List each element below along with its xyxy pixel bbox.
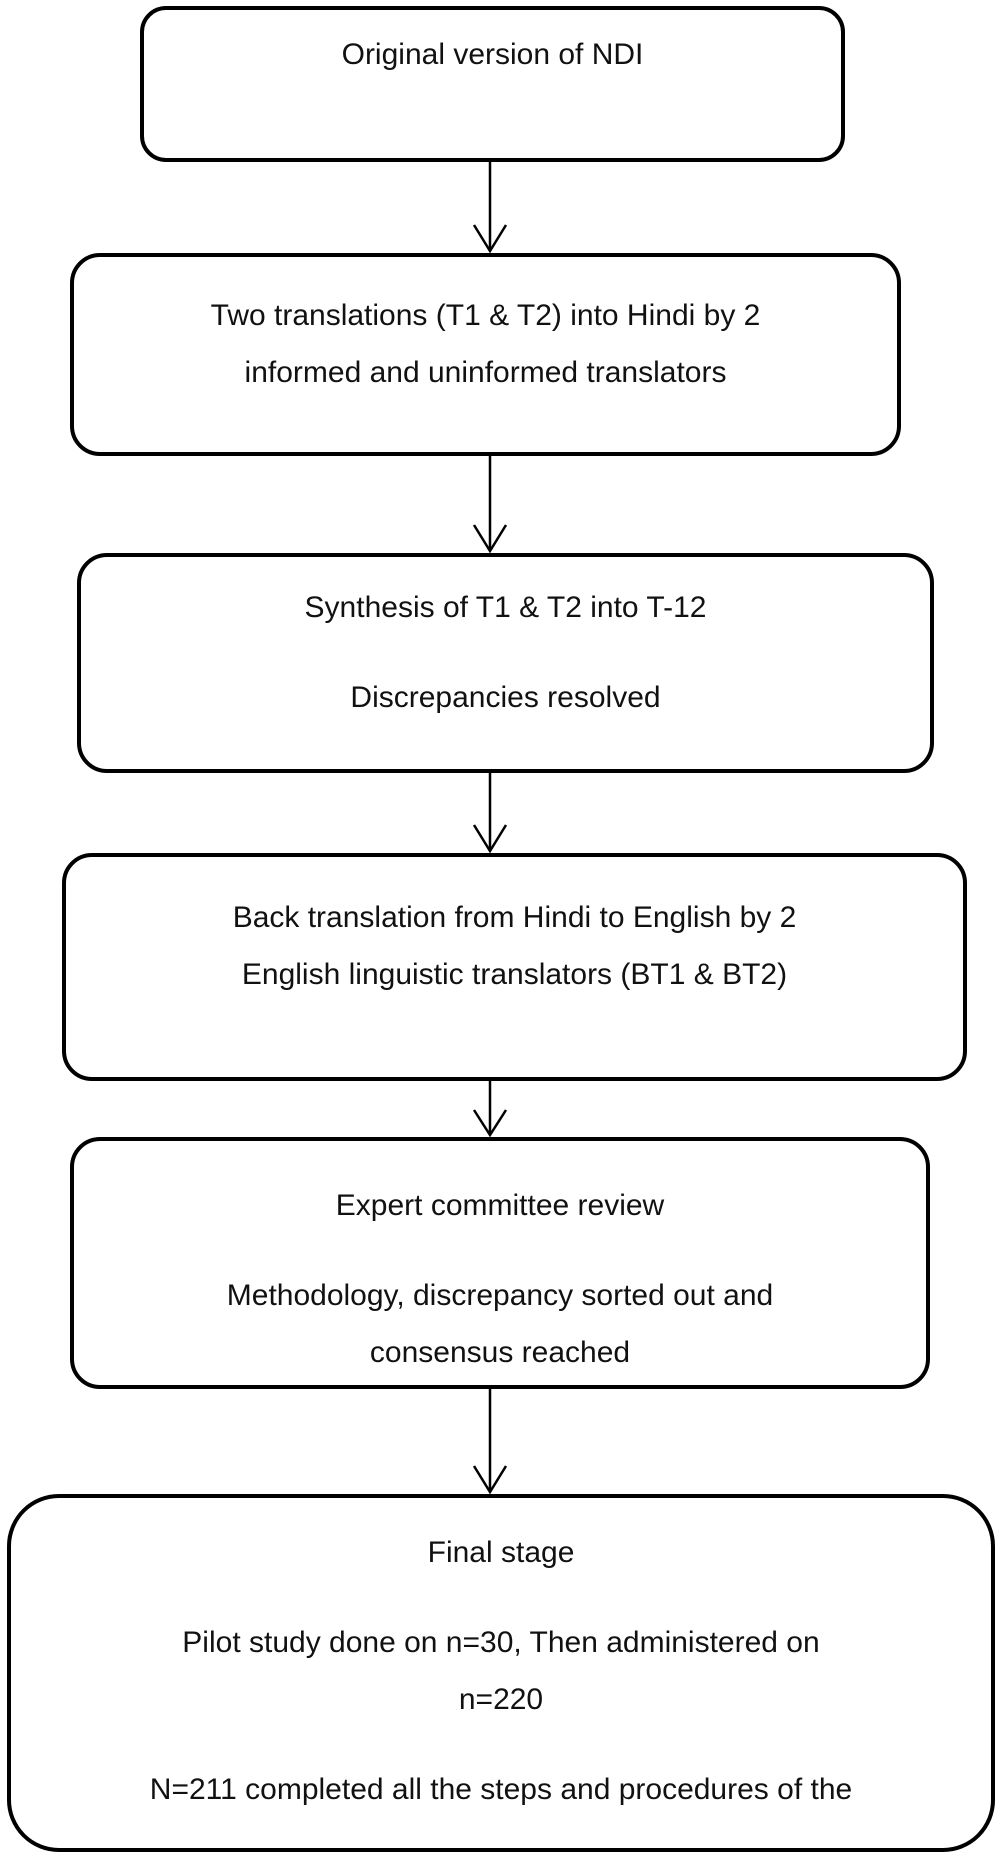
flow-box-line: Back translation from Hindi to English b… xyxy=(232,901,797,934)
flow-box-text: Final stage xyxy=(21,1524,981,1581)
flow-box-text: Discrepancies resolved xyxy=(91,669,920,726)
flow-box-synthesis: Synthesis of T1 & T2 into T-12 Discrepan… xyxy=(77,553,934,773)
flow-box-line: Original version of NDI xyxy=(341,38,644,71)
flow-box-line: Synthesis of T1 & T2 into T-12 xyxy=(304,591,707,624)
flow-box-original-version: Original version of NDI xyxy=(140,6,845,162)
flow-box-line: Discrepancies resolved xyxy=(350,681,661,714)
down-arrow-icon xyxy=(472,1081,508,1137)
arrow-down-1 xyxy=(460,162,520,253)
flow-box-final-stage: Final stage Pilot study done on n=30, Th… xyxy=(7,1494,995,1852)
flow-box-expert-committee-review: Expert committee review Methodology, dis… xyxy=(70,1137,930,1389)
down-arrow-icon xyxy=(472,1389,508,1494)
flow-box-line: consensus reached xyxy=(369,1336,631,1369)
down-arrow-icon xyxy=(472,773,508,853)
flow-box-line: English linguistic translators (BT1 & BT… xyxy=(241,958,788,991)
arrow-down-2 xyxy=(460,456,520,553)
flow-box-line: Pilot study done on n=30, Then administe… xyxy=(182,1626,820,1659)
flow-box-line: Expert committee review xyxy=(335,1189,665,1222)
flow-box-text: Two translations (T1 & T2) into Hindi by… xyxy=(84,287,887,401)
flow-box-text: Original version of NDI xyxy=(154,26,831,83)
flow-box-two-translations: Two translations (T1 & T2) into Hindi by… xyxy=(70,253,901,456)
arrow-down-4 xyxy=(460,1081,520,1137)
flow-box-text: N=211 completed all the steps and proced… xyxy=(21,1761,981,1818)
flow-box-text: Synthesis of T1 & T2 into T-12 xyxy=(91,579,920,636)
flow-box-text: Methodology, discrepancy sorted out and … xyxy=(84,1267,916,1381)
flow-box-back-translation: Back translation from Hindi to English b… xyxy=(62,853,967,1081)
flow-box-text: Pilot study done on n=30, Then administe… xyxy=(21,1614,981,1728)
down-arrow-icon xyxy=(472,162,508,253)
flow-box-line: N=211 completed all the steps and proced… xyxy=(149,1773,853,1806)
flow-box-text: Back translation from Hindi to English b… xyxy=(76,889,953,1003)
flow-box-line: Two translations (T1 & T2) into Hindi by… xyxy=(210,299,761,332)
flow-box-line: Methodology, discrepancy sorted out and xyxy=(226,1279,774,1312)
arrow-down-5 xyxy=(460,1389,520,1494)
flow-box-line: informed and uninformed translators xyxy=(244,356,727,389)
flow-box-line: n=220 xyxy=(458,1683,544,1716)
arrow-down-3 xyxy=(460,773,520,853)
down-arrow-icon xyxy=(472,456,508,553)
flow-box-text: Expert committee review xyxy=(84,1177,916,1234)
flow-box-line: Final stage xyxy=(427,1536,575,1569)
